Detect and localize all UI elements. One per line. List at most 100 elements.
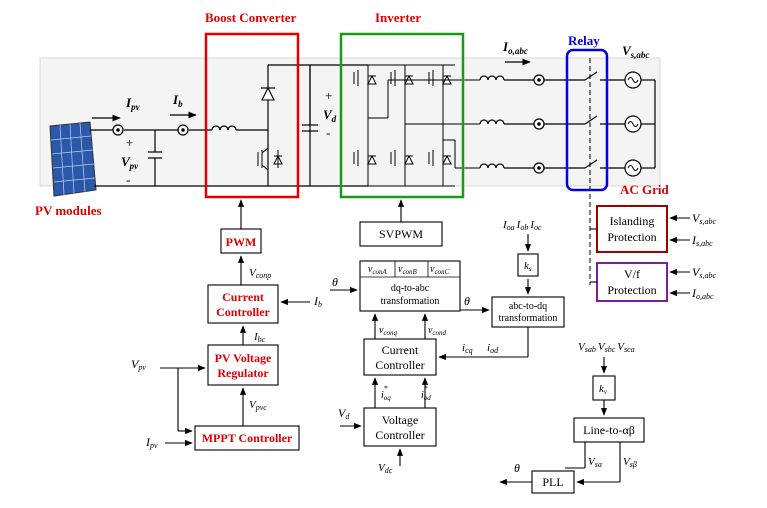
vf-protection-label-2: Protection [607, 283, 656, 297]
inverter-control-chain [359, 221, 461, 447]
vconq-signal: vconq [379, 325, 398, 337]
islanding-protection-block [596, 205, 668, 253]
ks-label: ks [524, 260, 532, 273]
current-controller-red-label-2: Controller [216, 305, 270, 319]
voltage-controller-label-1: Voltage [382, 413, 418, 427]
vd-label: Vd [323, 107, 337, 124]
ioabc-label: Io,abc [502, 39, 528, 56]
boost-converter-title: Boost Converter [205, 10, 297, 25]
ks-block [517, 253, 539, 277]
abc-to-dq-chain [491, 253, 565, 328]
vconc-signal: vconC [430, 264, 450, 276]
ioq-star-signal: ioq [381, 390, 391, 402]
current-controller-red-label-1: Current [222, 290, 264, 304]
ib-label: Ib [172, 92, 183, 109]
boost-switch [257, 147, 283, 171]
pv-module-panel [49, 121, 97, 197]
pv-voltage-regulator-label-2: Regulator [217, 366, 269, 380]
ipv-label: Ipv [125, 95, 141, 112]
iod-star-signal: iod [421, 390, 431, 402]
inverter-box [339, 32, 465, 199]
pll-arrows [499, 357, 621, 486]
ac-lines [479, 71, 656, 169]
pwm-label: PWM [226, 235, 257, 249]
vpvc-signal: Vpvc [249, 399, 267, 412]
current-controller-label-2: Controller [375, 358, 424, 372]
inverter-title: Inverter [375, 10, 421, 25]
line-to-alphabeta-block [573, 417, 645, 443]
ib-control-signal: Ib [313, 294, 322, 309]
abc-to-dq-label-2: transformation [499, 313, 558, 324]
current-controller-label-1: Current [382, 343, 419, 357]
vcond-signal: vcond [428, 325, 447, 337]
boost-converter-box [204, 32, 300, 199]
iod-signal: iod [487, 342, 499, 355]
current-controller-red-block [207, 284, 279, 324]
dq-to-abc-label-1: dq-to-abc [391, 283, 430, 294]
icq-signal: icq [462, 342, 473, 355]
voltage-controller-label-2: Controller [375, 428, 424, 442]
ac-grid-title: AC Grid [620, 182, 670, 197]
theta-signal-2: θ [464, 294, 470, 308]
islanding-protection-label-2: Protection [607, 230, 656, 244]
boost-inductor [211, 125, 237, 131]
vconp-signal: Vconp [249, 267, 271, 280]
relay-title: Relay [568, 33, 600, 48]
isabc-islanding-signal: Is,abc [691, 233, 713, 248]
vconb-signal: vconB [398, 264, 418, 276]
inverter-control-arrows [330, 199, 532, 466]
relay-box [565, 48, 609, 192]
power-stage-background [39, 57, 661, 187]
vcona-signal: vconA [368, 264, 388, 276]
mppt-controller-label: MPPT Controller [202, 431, 293, 445]
vpv-label: Vpv [121, 154, 139, 171]
svpwm-label: SVPWM [379, 227, 423, 241]
pv-voltage-regulator-label-1: PV Voltage [215, 351, 272, 365]
vdc-signal: Vdc [378, 462, 393, 475]
current-controller-block [363, 338, 437, 376]
boost-diode [261, 86, 275, 101]
vpv-minus: - [126, 172, 130, 187]
vsbeta-signal: Vsβ [623, 456, 637, 469]
ipv-input-signal: Ipv [145, 435, 158, 450]
vsabc-vf-signal: Vs,abc [692, 265, 716, 280]
vd-plus: + [325, 88, 332, 103]
vd-minus: - [326, 125, 330, 140]
boost-control-chain [194, 228, 300, 451]
vpv-plus: + [126, 135, 133, 150]
vd-input-signal: Vd [338, 406, 350, 421]
ioq-star-mark: * [384, 384, 388, 393]
vpv-input-signal: Vpv [131, 357, 146, 372]
mppt-controller-block [194, 425, 300, 451]
abc-to-dq-block [491, 296, 565, 328]
vsabc-islanding-signal: Vs,abc [692, 211, 716, 226]
vf-protection-block [596, 262, 668, 302]
line-to-alphabeta-label: Line-to-αβ [583, 423, 635, 437]
pv-voltage-regulator-block [207, 344, 279, 386]
dc-wiring [90, 64, 368, 187]
vsalpha-signal: Vsα [588, 456, 603, 469]
voltage-controller-block [363, 407, 437, 447]
protection-arrows [590, 214, 690, 297]
dq-to-abc-block [359, 260, 461, 312]
inverter-bridge [353, 64, 480, 187]
vf-protection-label-1: V/f [624, 267, 640, 281]
pv-modules-title: PV modules [35, 203, 102, 218]
boost-control-arrows [160, 199, 310, 447]
theta-signal-1: θ [332, 275, 338, 289]
vsabc-label: Vs,abc [622, 43, 649, 60]
pll-label: PLL [542, 475, 563, 489]
abc-to-dq-label-1: abc-to-dq [509, 301, 547, 312]
theta-signal-3: θ [514, 461, 520, 475]
dq-to-abc-label-2: transformation [381, 296, 440, 307]
islanding-protection-label-1: Islanding [610, 214, 655, 228]
pwm-block [220, 228, 262, 254]
ioabc-vf-signal: Io,abc [691, 286, 714, 301]
kv-label: kv [599, 383, 608, 396]
pll-chain [531, 375, 645, 494]
iod-star-mark: * [424, 384, 428, 393]
ibc-signal: Ibc [253, 331, 266, 344]
